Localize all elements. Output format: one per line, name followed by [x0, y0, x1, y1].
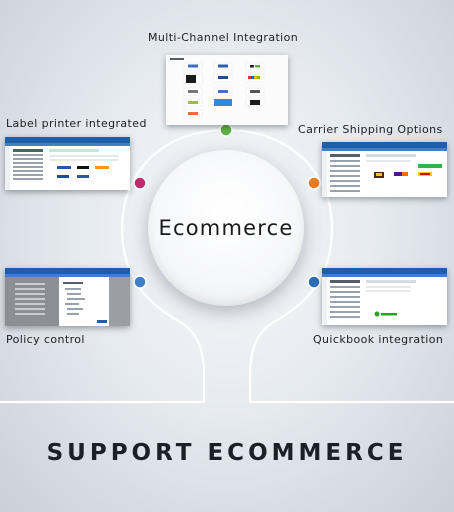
- quickbook-logo: [366, 286, 411, 317]
- label-printer-screenshot: [5, 137, 130, 190]
- carrier-logos: [366, 160, 442, 178]
- orange-node-dot: [307, 176, 321, 190]
- quickbook-screenshot: [322, 268, 447, 325]
- pink-node-dot: [133, 176, 147, 190]
- green-node-dot: [219, 123, 233, 137]
- policy-control-screenshot: [5, 268, 130, 326]
- label-printer-label: Label printer integrated: [6, 117, 147, 130]
- printer-brand-logos: [49, 155, 119, 178]
- bottom-title: SUPPORT ECOMMERCE: [46, 440, 408, 466]
- marketplace-logo-grid: [183, 62, 265, 118]
- blue-node-dot-left: [133, 275, 147, 289]
- quickbook-label: Quickbook integration: [313, 333, 444, 346]
- multi-channel-screenshot: [166, 55, 288, 125]
- center-title: Ecommerce: [158, 216, 294, 240]
- carrier-shipping-label: Carrier Shipping Options: [298, 123, 443, 136]
- blue-node-dot-right: [307, 275, 321, 289]
- policy-control-label: Policy control: [6, 333, 85, 346]
- multi-channel-label: Multi-Channel Integration: [148, 31, 299, 44]
- center-circle: Ecommerce: [148, 150, 304, 306]
- carrier-shipping-screenshot: [322, 142, 447, 197]
